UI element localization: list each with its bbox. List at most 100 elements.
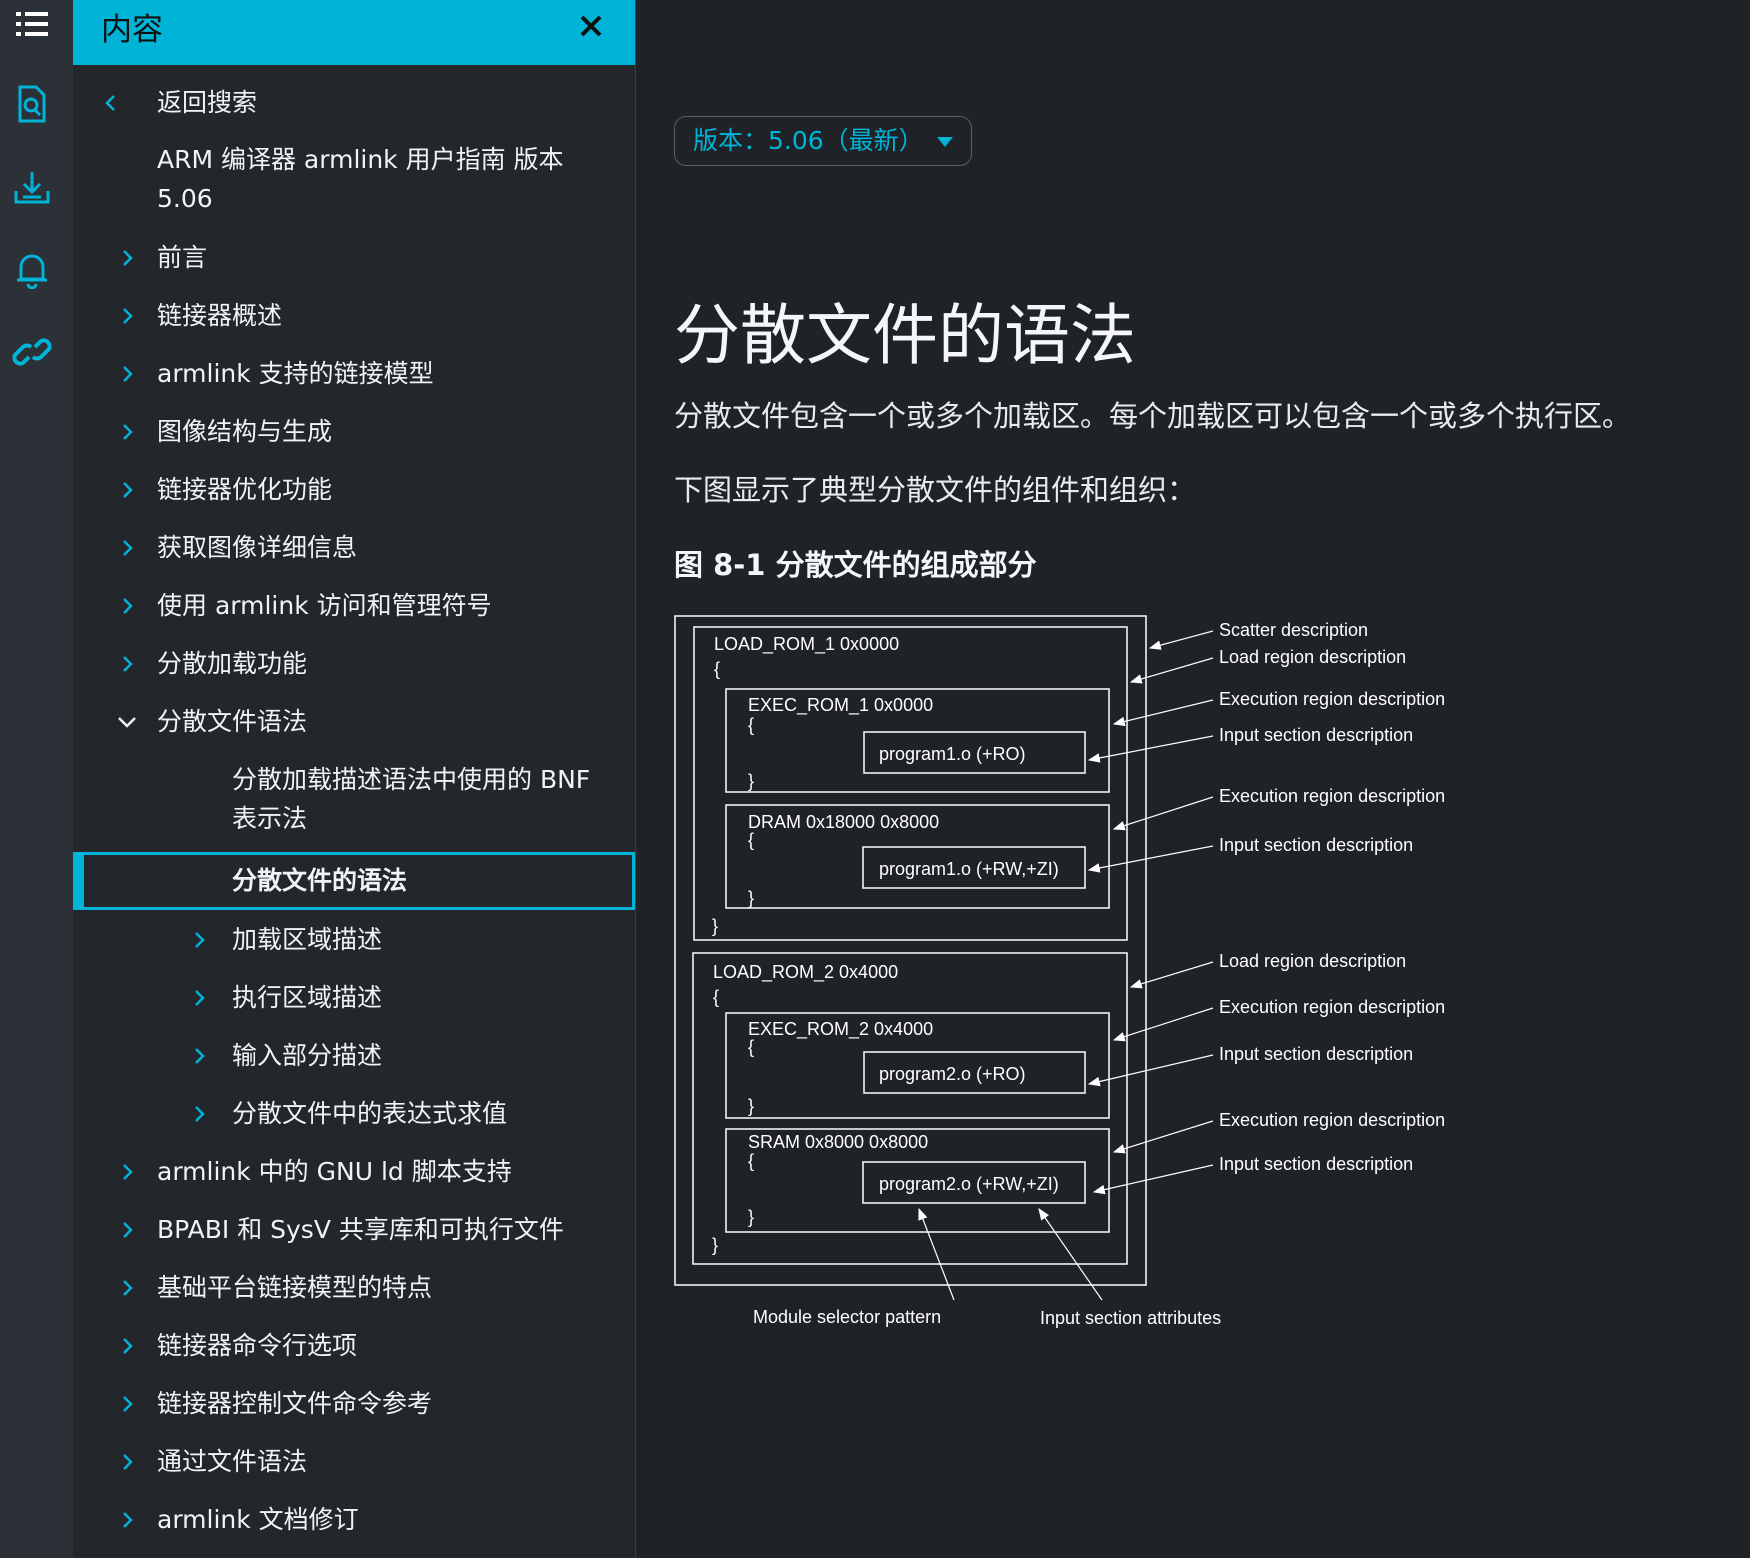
toc-item-label: BPABI 和 SysV 共享库和可执行文件 <box>157 1215 564 1244</box>
toc-item-label: 链接器概述 <box>157 301 283 330</box>
annotation-label: Execution region description <box>1219 1110 1445 1130</box>
annotation-label: Input section attributes <box>1040 1308 1221 1328</box>
toc-item-label: 返回搜索 <box>157 88 258 117</box>
chevron-right-icon <box>123 366 133 382</box>
chevron-right-icon <box>123 1396 133 1412</box>
toc-item[interactable]: 链接器概述 <box>73 296 635 336</box>
brace: { <box>748 715 754 735</box>
toc-item[interactable]: 链接器控制文件命令参考 <box>73 1384 635 1424</box>
toc-item-label: 使用 armlink 访问和管理符号 <box>157 591 492 620</box>
chevron-right-icon <box>123 656 133 672</box>
toc-item-label: 分散文件语法 <box>157 707 308 736</box>
toc-item-label: 图像结构与生成 <box>157 417 333 446</box>
brace: } <box>748 888 754 908</box>
annotation-label: Input section description <box>1219 725 1413 745</box>
chevron-right-icon <box>195 990 205 1006</box>
toc-item[interactable]: 基础平台链接模型的特点 <box>73 1268 635 1308</box>
chevron-down-icon <box>118 717 136 728</box>
toc-item-expanded[interactable]: 分散文件语法 <box>73 702 635 742</box>
brace: } <box>712 1235 718 1255</box>
brace: { <box>713 987 719 1007</box>
chevron-right-icon <box>123 598 133 614</box>
toc-item[interactable]: armlink 中的 GNU ld 脚本支持 <box>73 1152 635 1192</box>
toc-item-label: 分散文件的语法 <box>232 866 408 895</box>
execution-region-box <box>725 688 1110 793</box>
toc-item[interactable]: armlink 文档修订 <box>73 1500 635 1540</box>
toc-item[interactable]: 链接器优化功能 <box>73 470 635 510</box>
page-title: 分散文件的语法 <box>674 297 1136 374</box>
toc-subitem[interactable]: 输入部分描述 <box>73 1036 635 1076</box>
input-section-box <box>863 1051 1086 1094</box>
version-dropdown[interactable]: 版本：5.06（最新） <box>674 116 972 166</box>
annotation-label: Load region description <box>1219 647 1406 667</box>
document-search-icon[interactable] <box>10 82 54 126</box>
toc-item[interactable]: armlink 支持的链接模型 <box>73 354 635 394</box>
close-icon[interactable] <box>571 6 611 46</box>
exec-region-4-header: SRAM 0x8000 0x8000 <box>748 1132 928 1152</box>
toc-item[interactable]: BPABI 和 SysV 共享库和可执行文件 <box>73 1210 635 1250</box>
scatter-file-figure: LOAD_ROM_1 0x0000 { EXEC_ROM_1 0x0000 { … <box>674 612 1494 1332</box>
toc-item[interactable]: 获取图像详细信息 <box>73 528 635 568</box>
toc-item-label: armlink 文档修订 <box>157 1505 359 1534</box>
execution-region-box <box>725 1128 1110 1233</box>
toc-item[interactable]: 分散加载功能 <box>73 644 635 684</box>
chevron-left-icon <box>105 95 115 111</box>
toc-subitem-active[interactable]: 分散文件的语法 <box>73 852 635 910</box>
annotation-arrow <box>1148 630 1214 650</box>
annotation-label: Input section description <box>1219 835 1413 855</box>
main-content: 版本：5.06（最新） 分散文件的语法 分散文件包含一个或多个加载区。每个加载区… <box>636 0 1750 1558</box>
input-section-1: program1.o (+RO) <box>879 744 1026 764</box>
input-section-box <box>862 1161 1086 1204</box>
annotation-arrow <box>1112 699 1214 727</box>
toc-item[interactable]: 通过文件语法 <box>73 1442 635 1482</box>
icon-rail <box>0 0 73 1558</box>
annotation-label: Load region description <box>1219 951 1406 971</box>
chevron-right-icon <box>123 424 133 440</box>
toc-item-book[interactable]: ARM 编译器 armlink 用户指南 版本 5.06 <box>73 140 635 220</box>
toc-item-label: ARM 编译器 armlink 用户指南 版本 5.06 <box>157 145 564 213</box>
sidebar-header: 内容 <box>73 0 635 65</box>
annotation-label: Input section description <box>1219 1154 1413 1174</box>
chevron-right-icon <box>123 1454 133 1470</box>
toc-item-label: 通过文件语法 <box>157 1447 308 1476</box>
toc-item-label: armlink 支持的链接模型 <box>157 359 434 388</box>
load-region-box <box>692 952 1128 1265</box>
toc-subitem[interactable]: 分散文件中的表达式求值 <box>73 1094 635 1134</box>
toc-item-label: 分散文件中的表达式求值 <box>232 1099 508 1128</box>
toc-item-label: 分散加载功能 <box>157 649 308 678</box>
annotation-label: Module selector pattern <box>753 1307 941 1327</box>
input-section-2: program1.o (+RW,+ZI) <box>879 859 1059 879</box>
chevron-right-icon <box>123 1222 133 1238</box>
execution-region-box <box>725 1012 1110 1119</box>
link-icon[interactable] <box>10 330 54 374</box>
toc-item[interactable]: 链接器命令行选项 <box>73 1326 635 1366</box>
load-region-1-header: LOAD_ROM_1 0x0000 <box>714 634 899 655</box>
toc-subitem[interactable]: 加载区域描述 <box>73 920 635 960</box>
chevron-right-icon <box>123 308 133 324</box>
toc-item[interactable]: 使用 armlink 访问和管理符号 <box>73 586 635 626</box>
caret-down-icon <box>937 137 953 147</box>
annotation-arrow <box>1129 657 1214 684</box>
toc-subitem[interactable]: 分散加载描述语法中使用的 BNF 表示法 <box>73 760 635 840</box>
figure-caption: 图 8-1 分散文件的组成部分 <box>674 548 1037 582</box>
annotation-arrow <box>1092 1164 1214 1195</box>
figure-intro-paragraph: 下图显示了典型分散文件的组件和组织： <box>674 473 1197 507</box>
toc-subitem[interactable]: 执行区域描述 <box>73 978 635 1018</box>
input-section-4: program2.o (+RW,+ZI) <box>879 1174 1059 1194</box>
annotation-arrow <box>1112 796 1214 831</box>
intro-paragraph: 分散文件包含一个或多个加载区。每个加载区可以包含一个或多个执行区。 <box>674 399 1632 433</box>
annotation-label: Execution region description <box>1219 786 1445 806</box>
toc-item[interactable]: 前言 <box>73 238 635 278</box>
download-icon[interactable] <box>10 166 54 210</box>
menu-icon[interactable] <box>10 2 54 46</box>
chevron-right-icon <box>123 1280 133 1296</box>
back-to-search[interactable]: 返回搜索 <box>73 83 635 123</box>
input-section-box <box>862 846 1086 889</box>
chevron-right-icon <box>123 1164 133 1180</box>
toc-item-label: 链接器命令行选项 <box>157 1331 358 1360</box>
toc-item[interactable]: 图像结构与生成 <box>73 412 635 452</box>
bell-icon[interactable] <box>10 248 54 292</box>
brace: } <box>712 916 718 936</box>
brace: } <box>748 1207 754 1227</box>
toc-item-label: armlink 中的 GNU ld 脚本支持 <box>157 1157 512 1186</box>
